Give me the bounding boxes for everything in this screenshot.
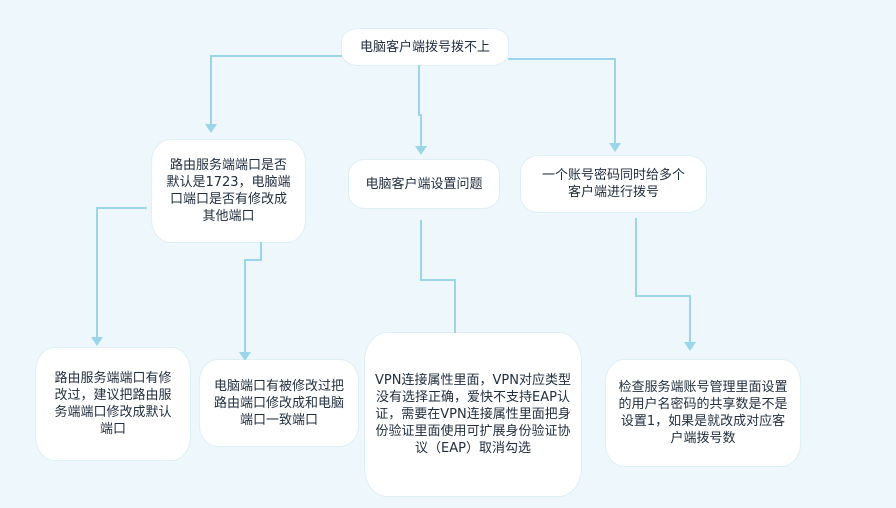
connector-port-default-to-fix-router-port bbox=[96, 207, 147, 337]
connector-root-to-port-default bbox=[210, 55, 342, 124]
arrowhead-client-settings bbox=[415, 146, 427, 155]
arrowhead-port-default bbox=[205, 124, 217, 133]
arrowhead-fix-router-port bbox=[91, 337, 103, 346]
solution-vpn-settings-label: VPN连接属性里面，VPN对应类型没有选择正确，爱快不支持EAP认证，需要在VP… bbox=[375, 373, 571, 456]
solution-fix-router-port-node: 路由服务端端口有修改过，建议把路由服务端端口修改成默认端口 bbox=[36, 348, 190, 460]
connector-root-to-client-settings bbox=[418, 65, 422, 146]
cause-port-default-node: 路由服务端端口是否默认是1723，电脑端口端口是否有修改成其他端口 bbox=[152, 140, 305, 242]
arrowhead-fix-pc-port bbox=[239, 352, 251, 361]
cause-client-settings-label: 电脑客户端设置问题 bbox=[365, 176, 483, 192]
cause-client-settings-node: 电脑客户端设置问题 bbox=[349, 160, 499, 208]
arrowhead-check-share-count bbox=[684, 342, 696, 351]
solution-check-share-count-label: 检查服务端账号管理里面设置的用户名密码的共享数是不是设置1，如果是就改成对应客户… bbox=[618, 380, 788, 446]
cause-shared-account-label: 一个账号密码同时给多个客户端进行拨号 bbox=[541, 168, 685, 200]
cause-port-default-label: 路由服务端端口是否默认是1723，电脑端口端口是否有修改成其他端口 bbox=[166, 158, 291, 224]
solution-fix-router-port-label: 路由服务端端口有修改过，建议把路由服务端端口修改成默认端口 bbox=[54, 371, 172, 437]
solution-fix-pc-port-node: 电脑端口有被修改过把路由端口修改成和电脑端口一致端口 bbox=[200, 360, 358, 446]
solution-check-share-count-node: 检查服务端账号管理里面设置的用户名密码的共享数是不是设置1，如果是就改成对应客户… bbox=[606, 360, 800, 466]
solution-vpn-settings-node: VPN连接属性里面，VPN对应类型没有选择正确，爱快不支持EAP认证，需要在VP… bbox=[365, 333, 581, 496]
connector-client-settings-to-vpn-settings bbox=[420, 220, 456, 340]
root-node-label: 电脑客户端拨号拨不上 bbox=[359, 39, 490, 55]
cause-shared-account-node: 一个账号密码同时给多个客户端进行拨号 bbox=[521, 156, 706, 212]
connector-shared-account-to-check-share-count bbox=[635, 218, 691, 342]
root-node: 电脑客户端拨号拨不上 bbox=[342, 29, 508, 65]
solution-fix-pc-port-label: 电脑端口有被修改过把路由端口修改成和电脑端口一致端口 bbox=[213, 378, 344, 428]
connector-root-to-shared-account bbox=[508, 58, 616, 143]
connector-port-default-to-fix-pc-port bbox=[244, 242, 262, 352]
arrowhead-shared-account bbox=[609, 143, 621, 152]
